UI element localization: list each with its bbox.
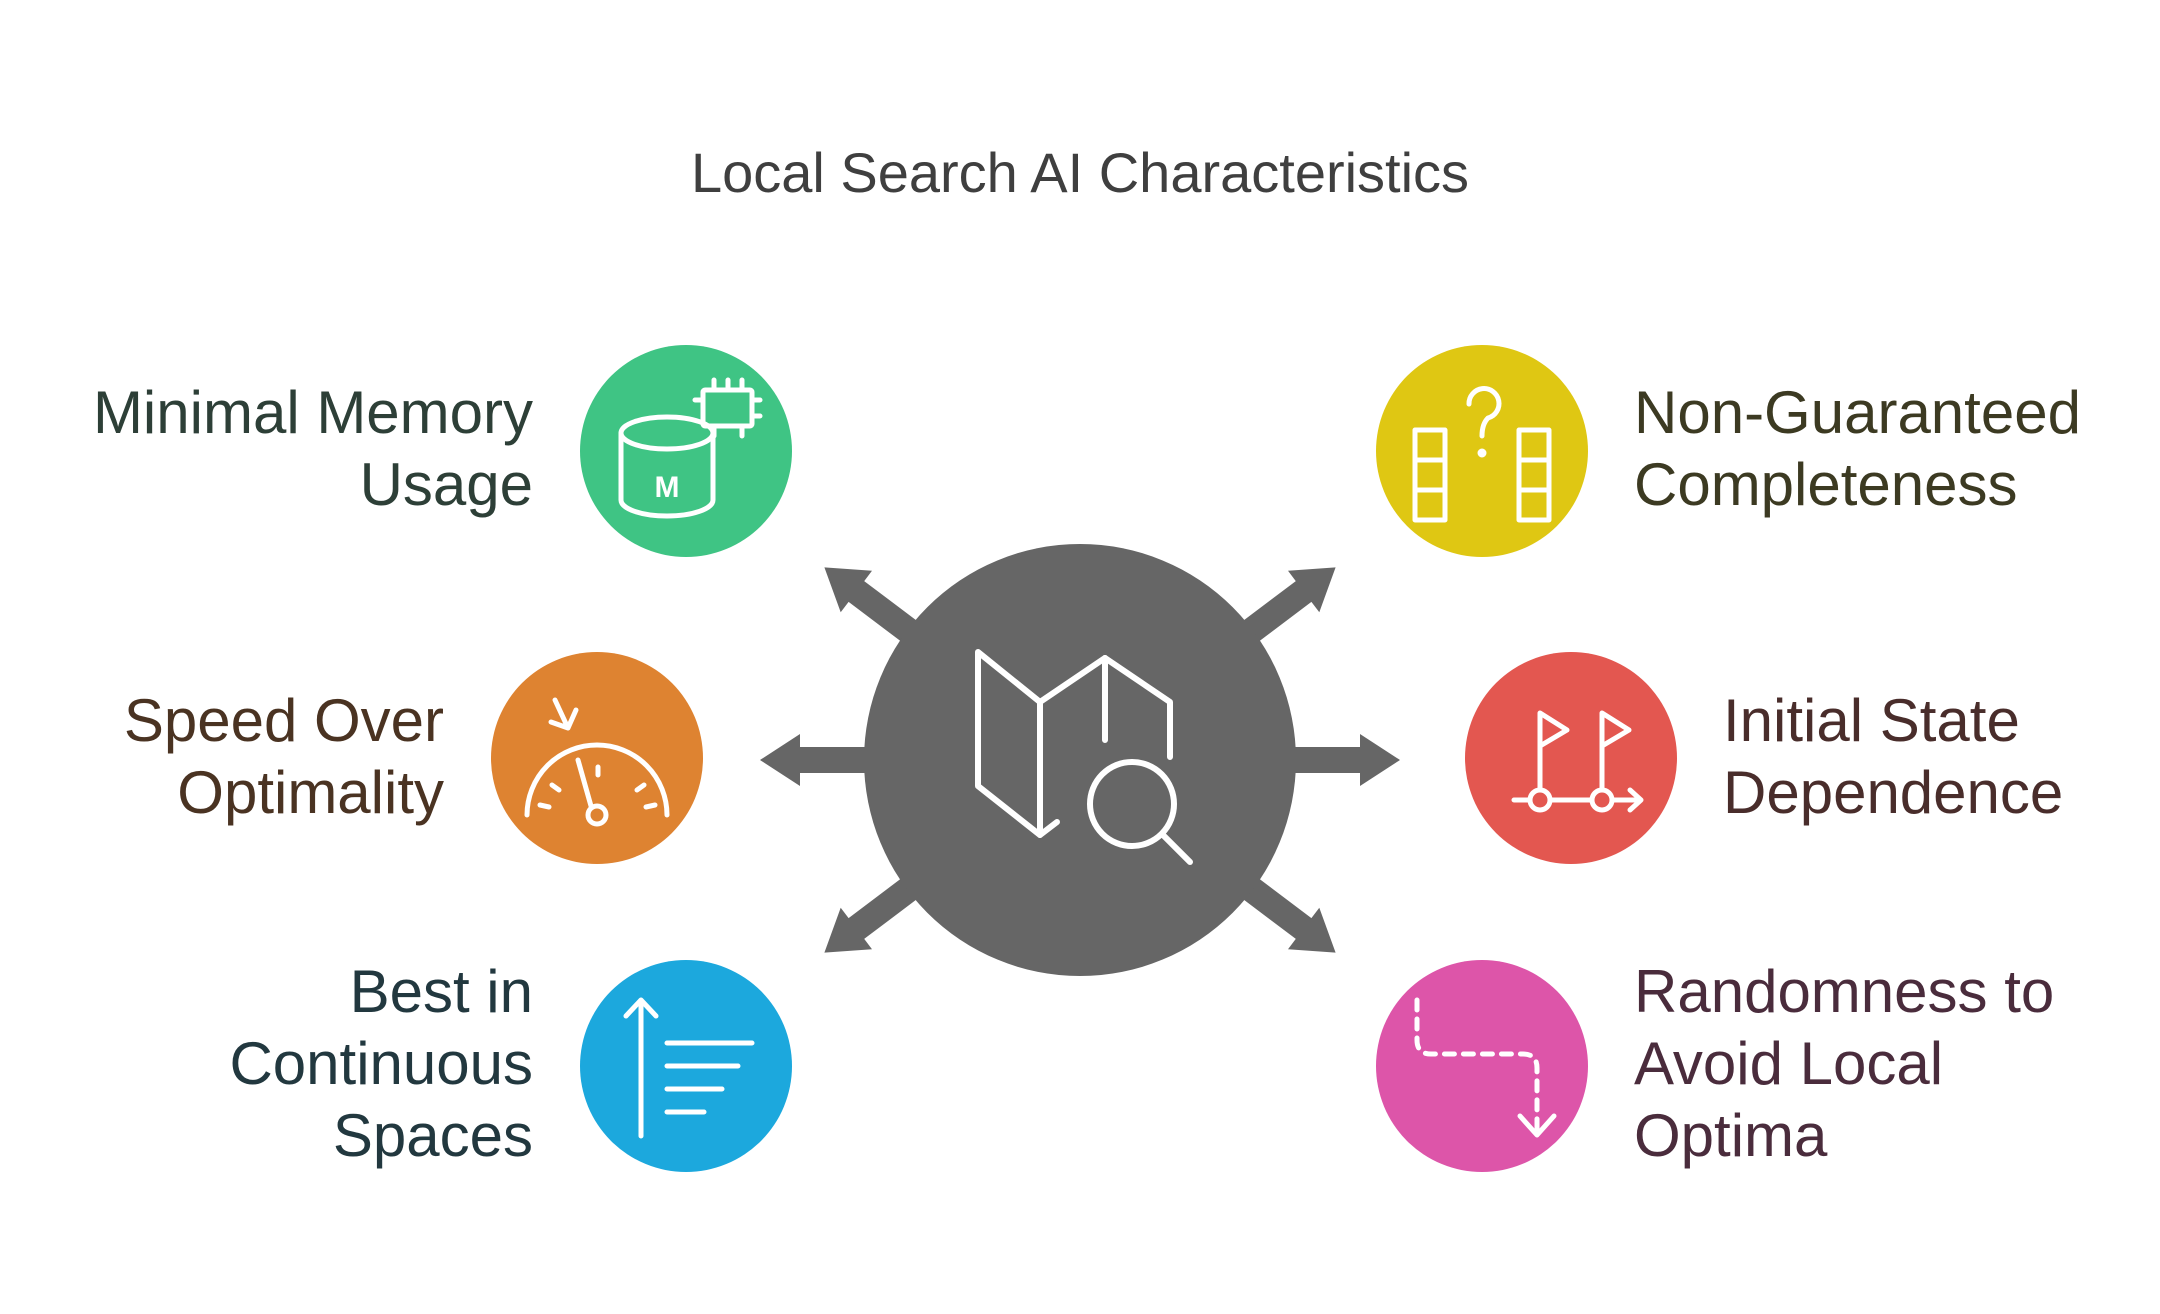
random-circle	[1376, 960, 1588, 1172]
arrow-up-right	[1227, 567, 1336, 653]
flags-path-icon	[1511, 710, 1644, 813]
map-search-icon	[975, 649, 1193, 865]
label-initial: Initial State Dependence	[1723, 687, 2064, 826]
arrow-up-left	[824, 567, 933, 653]
memory-icon-letter: M	[655, 471, 680, 504]
arrows	[760, 567, 1400, 953]
label-completeness: Non-Guaranteed Completeness	[1634, 379, 2081, 518]
question-blocks-icon	[1412, 386, 1552, 523]
label-speed: Speed Over Optimality	[123, 687, 444, 826]
center-hub	[864, 544, 1296, 976]
label-memory: Minimal Memory Usage	[92, 379, 533, 518]
memory-circle	[580, 345, 792, 557]
diagram-title: Local Search AI Characteristics	[690, 141, 1470, 204]
arrow-left	[760, 734, 885, 786]
arrow-down-left	[824, 867, 933, 953]
speedometer-icon	[524, 697, 670, 827]
dashed-route-icon	[1414, 997, 1557, 1138]
label-random: Randomness to Avoid Local Optima	[1634, 958, 2055, 1169]
initial-circle	[1465, 652, 1677, 864]
label-continuous: Best in Continuous Spaces	[229, 958, 533, 1169]
database-chip-icon: M	[618, 377, 763, 519]
arrow-down-right	[1227, 867, 1336, 953]
arrow-right	[1275, 734, 1400, 786]
sort-list-icon	[623, 997, 755, 1139]
speed-circle	[491, 652, 703, 864]
